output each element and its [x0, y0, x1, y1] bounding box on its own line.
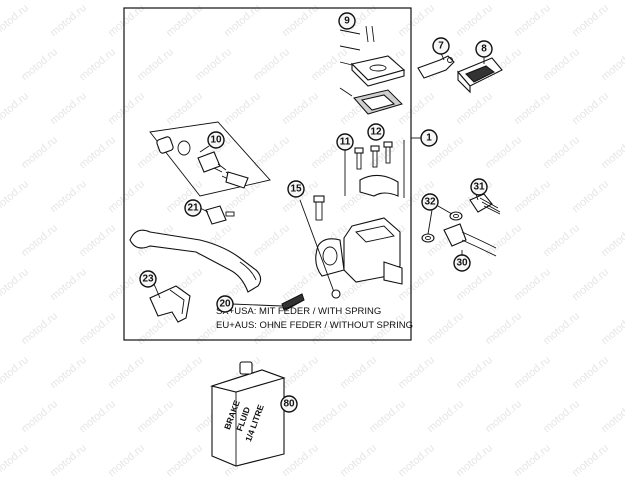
svg-text:31: 31	[473, 182, 485, 193]
svg-text:15: 15	[290, 184, 302, 195]
part-cover	[457, 57, 503, 94]
callout-7[interactable]: 7	[432, 37, 450, 55]
svg-text:8: 8	[481, 44, 487, 55]
callout-9[interactable]: 9	[338, 12, 356, 30]
svg-text:32: 32	[424, 197, 436, 208]
part-banjo-bolt	[469, 193, 501, 215]
part-clamp-bolts	[344, 140, 405, 198]
part-brake-switch	[199, 205, 235, 225]
callout-32[interactable]: 32	[421, 193, 439, 211]
svg-text:7: 7	[438, 41, 444, 52]
svg-text:23: 23	[142, 274, 154, 285]
part-brake-hose	[443, 223, 497, 258]
callout-8[interactable]: 8	[475, 40, 493, 58]
svg-text:9: 9	[344, 16, 350, 27]
part-reservoir-cap	[339, 25, 406, 115]
part-return-spring	[231, 293, 305, 311]
callout-21[interactable]: 21	[184, 199, 202, 217]
svg-text:80: 80	[283, 399, 295, 410]
callout-15[interactable]: 15	[287, 180, 305, 198]
callout-80[interactable]: 80	[280, 395, 298, 413]
svg-text:20: 20	[219, 299, 231, 310]
callout-10[interactable]: 10	[207, 131, 225, 149]
callout-30[interactable]: 30	[453, 254, 471, 272]
svg-text:10: 10	[210, 135, 222, 146]
assembly-frame	[123, 7, 412, 341]
note-without-spring: EU+AUS: OHNE FEDER / WITHOUT SPRING	[216, 320, 413, 331]
callout-23[interactable]: 23	[139, 270, 157, 288]
part-brake-fluid-bottle: BRAKE FLUID 1/4 LITRE	[209, 361, 292, 467]
callout-31[interactable]: 31	[470, 178, 488, 196]
svg-text:21: 21	[187, 203, 199, 214]
note-with-spring: SX+USA: MIT FEDER / WITH SPRING	[216, 306, 381, 317]
callout-20[interactable]: 20	[216, 295, 234, 313]
svg-text:12: 12	[370, 127, 382, 138]
callout-12[interactable]: 12	[367, 123, 385, 141]
part-piston-kit	[149, 121, 271, 197]
svg-text:30: 30	[456, 258, 468, 269]
part-master-cylinder	[299, 199, 403, 299]
part-brake-lever	[129, 229, 262, 293]
parts-diagram: BRAKE FLUID 1/4 LITRE SX+USA: MIT FEDER …	[123, 7, 503, 467]
callout-1[interactable]: 1	[420, 129, 438, 147]
part-lever-guard	[149, 283, 191, 323]
part-pivot-bolt	[313, 195, 325, 221]
svg-text:11: 11	[340, 137, 351, 148]
part-seal-washers	[421, 205, 463, 243]
svg-text:1: 1	[426, 133, 432, 144]
part-clamp-lever	[417, 52, 455, 79]
callout-11[interactable]: 11	[336, 133, 354, 151]
